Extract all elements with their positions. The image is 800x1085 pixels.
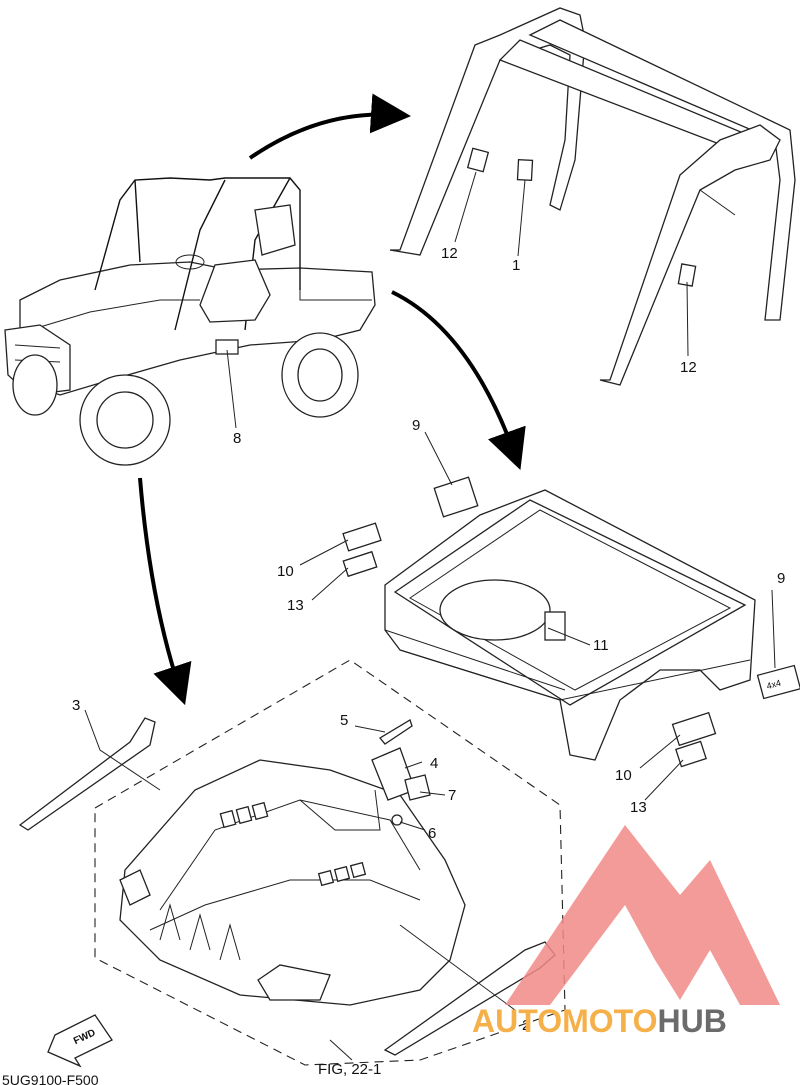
roll-cage-assembly bbox=[389, 7, 796, 386]
watermark-text-b: HUB bbox=[657, 1003, 726, 1039]
label-2: 2 bbox=[522, 1017, 530, 1034]
hood-assembly bbox=[94, 659, 566, 1066]
label-6: 6 bbox=[428, 825, 436, 842]
label-5: 5 bbox=[340, 712, 348, 729]
label-10-right: 10 bbox=[615, 767, 632, 784]
watermark-text: AUTOMOTOHUB bbox=[472, 1003, 727, 1039]
diagram-code: 5UG9100-F500 bbox=[2, 1072, 99, 1085]
label-13-left: 13 bbox=[287, 597, 304, 614]
arrow-to-hood bbox=[138, 477, 192, 706]
label-4: 4 bbox=[430, 755, 438, 772]
label-8: 8 bbox=[233, 430, 241, 447]
vehicle-overview bbox=[4, 177, 376, 466]
label-10-left: 10 bbox=[277, 563, 294, 580]
watermark-text-a: AUTOMOTO bbox=[472, 1003, 657, 1039]
leader-lines bbox=[84, 171, 776, 1061]
watermark-triangle-icon bbox=[505, 825, 780, 1005]
svg-text:4x4: 4x4 bbox=[765, 678, 782, 691]
arrow-to-bed bbox=[391, 290, 526, 471]
label-13-right: 13 bbox=[630, 799, 647, 816]
label-7: 7 bbox=[448, 787, 456, 804]
forward-arrow-icon: FWD bbox=[47, 1014, 113, 1068]
arrow-to-cage bbox=[248, 93, 411, 160]
watermark-logo bbox=[505, 825, 780, 1005]
label-11: 11 bbox=[593, 637, 609, 654]
part-labels: 1 2 3 4 5 6 7 8 9 9 10 10 11 12 12 13 13 bbox=[72, 245, 785, 1034]
label-12-left: 12 bbox=[441, 245, 458, 262]
label-9-top: 9 bbox=[412, 417, 420, 434]
stripe-decal-3 bbox=[18, 717, 156, 831]
figure-reference: FIG, 22-1 bbox=[318, 1061, 381, 1078]
label-9-right: 9 bbox=[777, 570, 785, 587]
label-1: 1 bbox=[512, 257, 520, 274]
label-3: 3 bbox=[72, 697, 80, 714]
label-12-right: 12 bbox=[680, 359, 697, 376]
cargo-bed-assembly: 4x4 bbox=[342, 476, 800, 768]
